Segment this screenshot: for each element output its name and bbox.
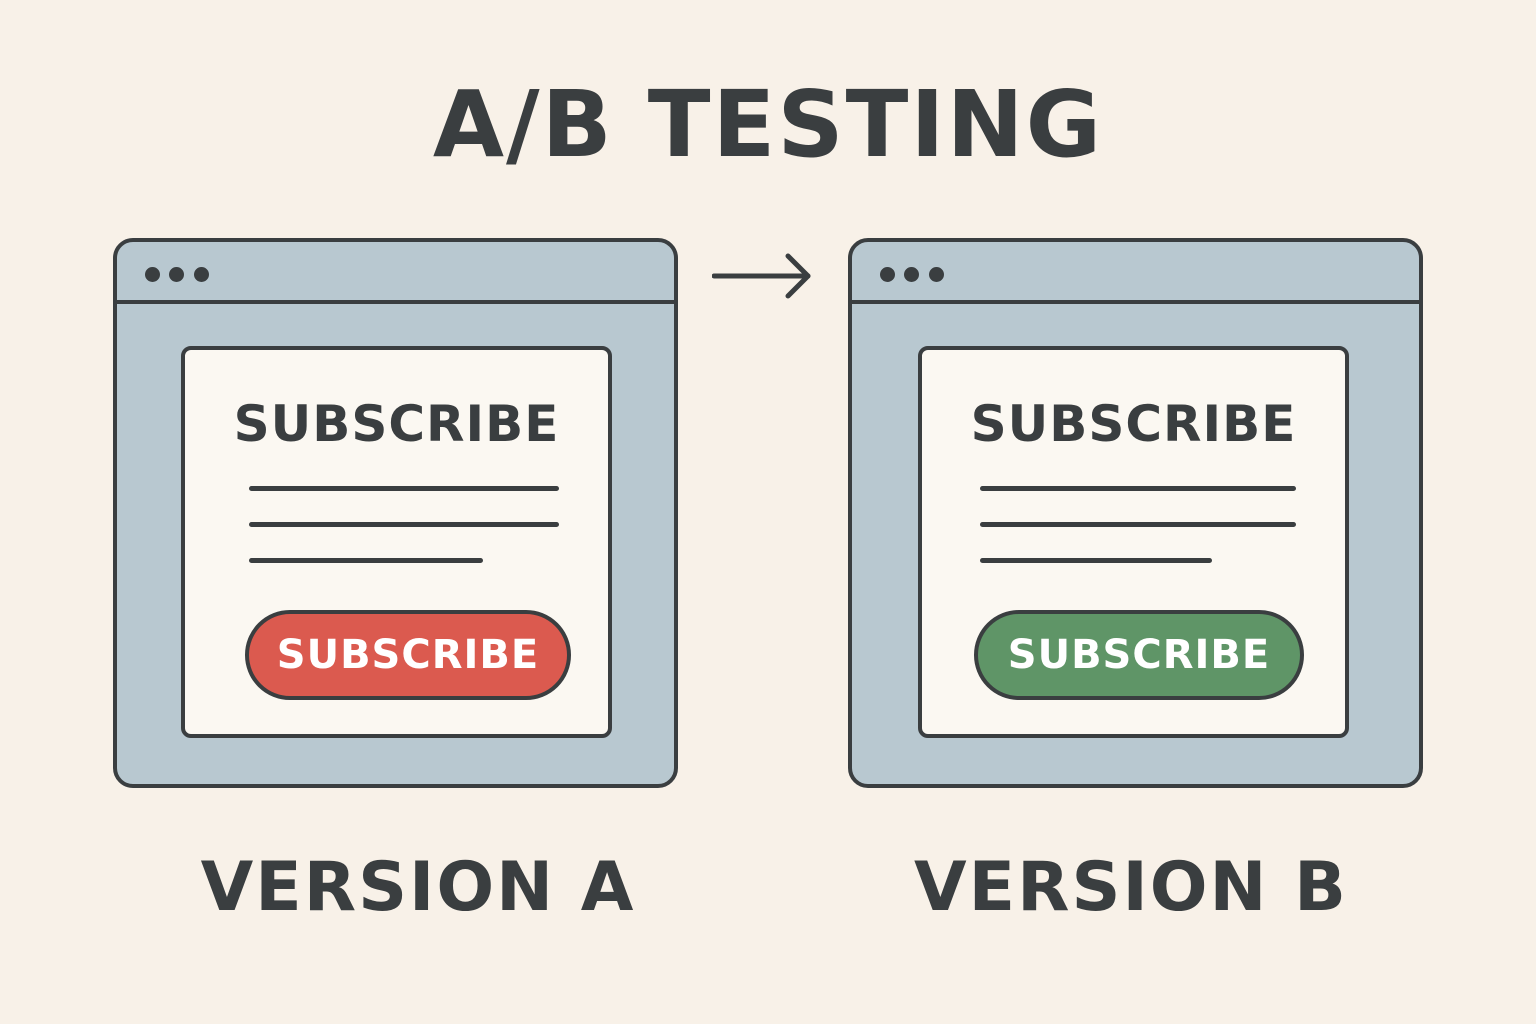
window-titlebar	[117, 242, 674, 304]
window-dot-icon	[904, 267, 919, 282]
text-placeholder-line	[980, 558, 1212, 563]
text-placeholder-line	[980, 486, 1296, 491]
window-dot-icon	[929, 267, 944, 282]
text-placeholder-line	[249, 522, 559, 527]
window-dot-icon	[880, 267, 895, 282]
window-dot-icon	[169, 267, 184, 282]
window-titlebar	[852, 242, 1419, 304]
browser-window-version-b: SUBSCRIBE SUBSCRIBE	[848, 238, 1423, 788]
content-panel: SUBSCRIBE SUBSCRIBE	[181, 346, 612, 738]
text-placeholder-line	[980, 522, 1296, 527]
text-placeholder-line	[249, 486, 559, 491]
version-b-caption: VERSION B	[914, 848, 1348, 927]
subscribe-button-green[interactable]: SUBSCRIBE	[974, 610, 1304, 700]
window-dot-icon	[145, 267, 160, 282]
browser-window-version-a: SUBSCRIBE SUBSCRIBE	[113, 238, 678, 788]
window-dot-icon	[194, 267, 209, 282]
arrow-right-icon	[712, 253, 811, 299]
version-a-caption: VERSION A	[200, 848, 636, 927]
subscribe-heading: SUBSCRIBE	[970, 395, 1297, 453]
subscribe-heading: SUBSCRIBE	[233, 395, 560, 453]
page-title: A/B TESTING	[432, 71, 1104, 178]
content-panel: SUBSCRIBE SUBSCRIBE	[918, 346, 1349, 738]
text-placeholder-line	[249, 558, 483, 563]
subscribe-button-red[interactable]: SUBSCRIBE	[245, 610, 571, 700]
